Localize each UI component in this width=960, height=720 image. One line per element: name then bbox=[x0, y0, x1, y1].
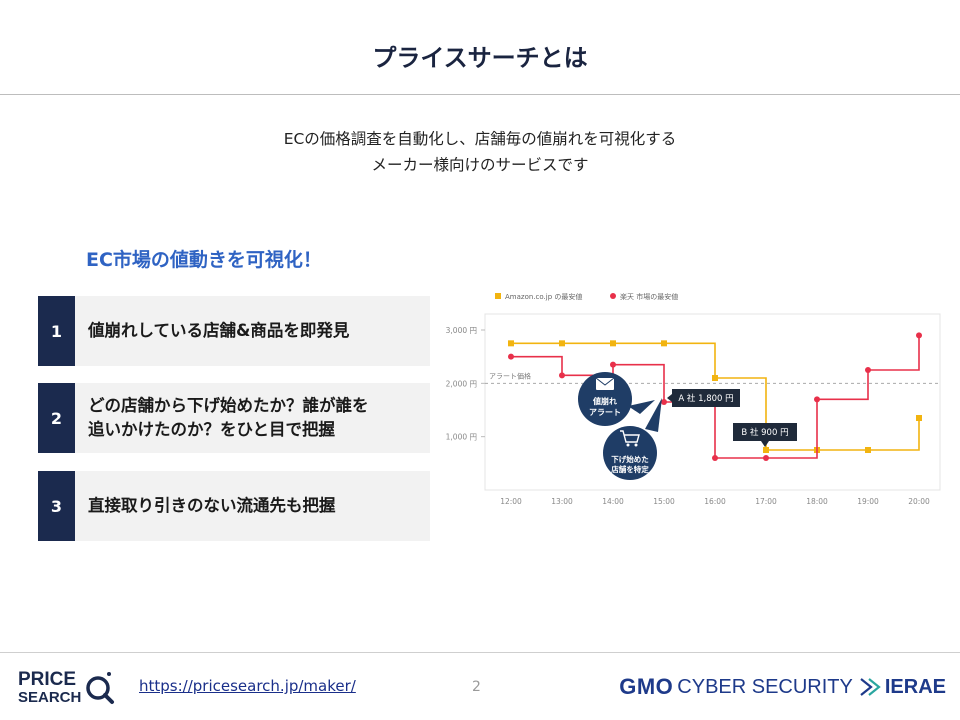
bubble-tail bbox=[645, 398, 662, 432]
x-tick-label: 14:00 bbox=[602, 497, 624, 506]
x-tick-label: 13:00 bbox=[551, 497, 573, 506]
page-number: 2 bbox=[472, 679, 481, 695]
cyber-security-logo-text: CYBER SECURITY bbox=[677, 675, 853, 698]
annotation-pointer bbox=[667, 394, 672, 402]
feature-text-line: 追いかけたのか？をひと目で把握 bbox=[88, 420, 336, 439]
page-title: プライスサーチとは bbox=[372, 44, 588, 72]
series-line bbox=[511, 335, 920, 459]
legend-marker bbox=[610, 293, 616, 299]
feature-text-line: 値崩れしている店舗&商品を即発見 bbox=[88, 321, 350, 340]
cart-icon-wheel bbox=[626, 443, 630, 447]
feature-number: 2 bbox=[38, 383, 75, 453]
data-point bbox=[508, 340, 514, 347]
x-tick-label: 16:00 bbox=[704, 497, 726, 506]
mail-icon-flap bbox=[595, 377, 615, 386]
series-line bbox=[511, 342, 920, 451]
annotation-box bbox=[733, 423, 797, 441]
title-divider bbox=[0, 94, 960, 95]
lead-line-1: ECの価格調査を自動化し、店舗毎の値崩れを可視化する bbox=[283, 130, 677, 148]
ierae-logo-text: IERAE bbox=[884, 675, 946, 698]
alert-bubble bbox=[578, 372, 632, 426]
price-trend-chart: 1,000 円 2,000 円 3,000 円 12:00 13:00 14:00 15:0… bbox=[446, 292, 941, 506]
section-subhead: EC市場の値動きを可視化！ bbox=[86, 249, 322, 271]
feature-text: 値崩れしている店舗&商品を即発見 bbox=[88, 296, 422, 366]
company-logos: GMO CYBER SECURITY IERAE bbox=[619, 674, 946, 700]
y-tick-label: 2,000 円 bbox=[446, 379, 477, 388]
feature-item-1: 1 値崩れしている店舗&商品を即発見 bbox=[38, 296, 430, 366]
gmo-logo-text: GMO bbox=[619, 674, 674, 699]
feature-number: 1 bbox=[38, 296, 75, 366]
feature-item-3: 3 直接取り引きのない流通先も把握 bbox=[38, 471, 430, 541]
bubble-label: 値崩れ bbox=[592, 396, 617, 406]
alert-threshold-label: アラート価格 bbox=[489, 371, 531, 380]
feature-text-line: 直接取り引きのない流通先も把握 bbox=[88, 496, 336, 515]
legend-marker bbox=[495, 293, 501, 299]
footer-divider bbox=[0, 652, 960, 653]
ierae-mark-icon bbox=[860, 678, 881, 696]
cart-icon-wheel bbox=[634, 443, 638, 447]
feature-text: どの店舗から下げ始めたか？誰が誰を 追いかけたのか？をひと目で把握 bbox=[88, 383, 422, 453]
feature-text: 直接取り引きのない流通先も把握 bbox=[88, 471, 422, 541]
magnifier-icon bbox=[86, 676, 110, 700]
data-point bbox=[559, 372, 565, 379]
feature-number: 3 bbox=[38, 471, 75, 541]
legend-label: 楽天 市場の最安値 bbox=[620, 292, 678, 301]
annotation-label: A 社 1,800 円 bbox=[678, 393, 733, 404]
x-tick-label: 12:00 bbox=[500, 497, 522, 506]
x-tick-label: 19:00 bbox=[857, 497, 879, 506]
cart-icon bbox=[620, 430, 640, 443]
data-point bbox=[916, 332, 922, 339]
data-point bbox=[610, 361, 616, 368]
x-tick-label: 18:00 bbox=[806, 497, 828, 506]
data-point bbox=[865, 447, 871, 453]
annotation-pointer bbox=[761, 441, 769, 447]
bubble-tail bbox=[628, 400, 655, 414]
data-point bbox=[865, 367, 871, 373]
pricesearch-logo: PRICE SEARCH bbox=[18, 669, 114, 706]
annotation-label: B 社 900 円 bbox=[741, 427, 788, 438]
y-tick-label: 1,000 円 bbox=[446, 433, 477, 442]
data-point bbox=[712, 375, 718, 381]
data-point bbox=[661, 399, 667, 405]
data-point bbox=[814, 396, 820, 403]
logo-text-price: PRICE bbox=[18, 669, 76, 690]
bubble-label: アラート bbox=[589, 408, 621, 417]
x-tick-label: 20:00 bbox=[908, 497, 930, 506]
bubble-label: 店舗を特定 bbox=[611, 464, 649, 474]
lead-text: ECの価格調査を自動化し、店舗毎の値崩れを可視化する メーカー様向けのサービスで… bbox=[0, 126, 960, 178]
legend-label: Amazon.co.jp の最安値 bbox=[505, 292, 582, 301]
bubble-label: 下げ始めた bbox=[611, 454, 649, 464]
data-point bbox=[508, 353, 514, 360]
feature-text-line: どの店舗から下げ始めたか？誰が誰を bbox=[88, 396, 369, 415]
data-point bbox=[712, 455, 718, 461]
data-point bbox=[763, 455, 769, 461]
data-point bbox=[661, 340, 667, 347]
logo-text-search: SEARCH bbox=[18, 689, 81, 706]
annotation-box bbox=[672, 389, 740, 407]
data-point bbox=[559, 340, 565, 347]
service-url-link[interactable]: https://pricesearch.jp/maker/ bbox=[139, 677, 356, 695]
data-point bbox=[916, 415, 922, 421]
data-point bbox=[763, 447, 769, 453]
y-tick-label: 3,000 円 bbox=[446, 326, 477, 335]
data-point bbox=[610, 340, 616, 347]
x-tick-label: 17:00 bbox=[755, 497, 777, 506]
lead-line-2: メーカー様向けのサービスです bbox=[371, 156, 589, 174]
store-bubble bbox=[603, 426, 657, 480]
x-tick-label: 15:00 bbox=[653, 497, 675, 506]
feature-item-2: 2 どの店舗から下げ始めたか？誰が誰を 追いかけたのか？をひと目で把握 bbox=[38, 383, 430, 453]
